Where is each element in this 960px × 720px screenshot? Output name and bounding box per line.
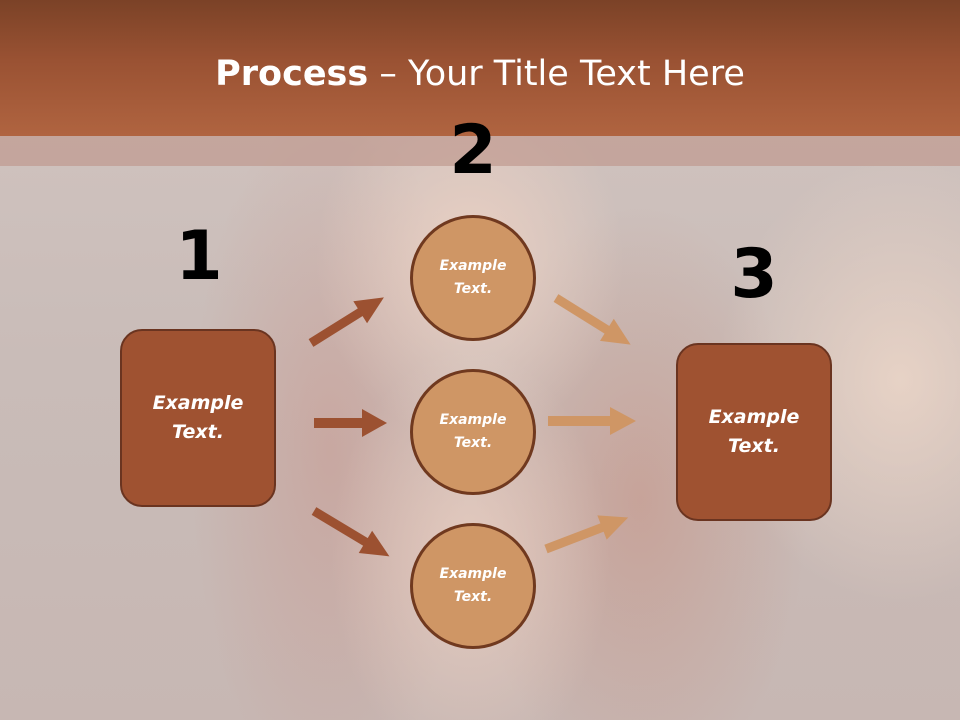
circle-middle-text: Example Text.: [439, 412, 507, 451]
title-bar-strip: [0, 136, 960, 166]
arrow-to-bottom: [311, 507, 390, 557]
arrow-from-middle: [548, 407, 636, 435]
circle-top: Example Text.: [410, 215, 536, 341]
title-bold: Process: [215, 54, 369, 94]
step-3-text: Example Text.: [708, 406, 800, 457]
step-number-1: 1: [175, 217, 223, 296]
step-1-box: Example Text.: [120, 329, 276, 507]
arrow-to-top: [308, 297, 384, 347]
circle-bottom-text: Example Text.: [439, 566, 507, 605]
slide-title: Process – Your Title Text Here: [0, 52, 960, 96]
circle-top-text: Example Text.: [439, 258, 507, 297]
circle-middle: Example Text.: [410, 369, 536, 495]
step-1-text: Example Text.: [152, 392, 244, 443]
arrow-to-middle: [314, 409, 387, 437]
circle-bottom: Example Text.: [410, 523, 536, 649]
step-3-box: Example Text.: [676, 343, 832, 521]
step-number-3: 3: [730, 235, 778, 314]
title-bar: [0, 0, 960, 136]
arrow-from-top: [553, 294, 631, 345]
title-rest: – Your Title Text Here: [368, 54, 745, 94]
step-number-2: 2: [449, 111, 497, 190]
arrow-from-bottom: [544, 515, 629, 554]
